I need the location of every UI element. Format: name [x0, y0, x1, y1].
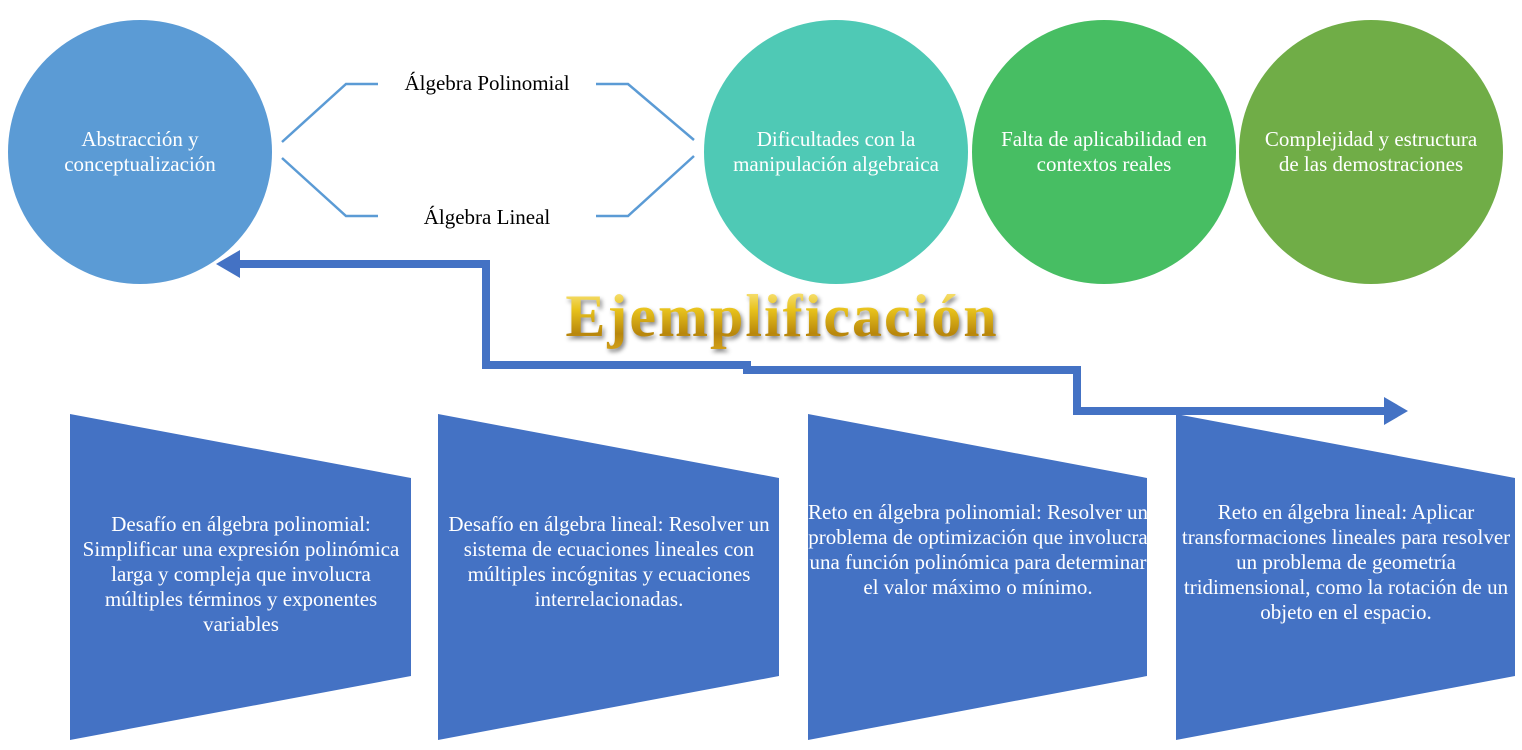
- arrowhead-left: [216, 250, 240, 278]
- flow-arrow-line: [240, 260, 1385, 415]
- circle-dificultades: Dificultades con la manipulación algebra…: [704, 20, 968, 284]
- branch-label-polinomial: Álgebra Polinomial: [404, 71, 570, 95]
- branch-connector-polinomial-right: [596, 82, 695, 141]
- card-desafio-lineal: [438, 414, 779, 740]
- branch-connector-lineal-right: [596, 155, 695, 218]
- circle-complejidad-text: Complejidad y estructura de las demostra…: [1264, 127, 1478, 176]
- circle-falta-aplicabilidad: Falta de aplicabilidad en contextos real…: [972, 20, 1236, 284]
- card-desafio-polinomial: [70, 414, 411, 740]
- card-reto-polinomial: [808, 414, 1147, 740]
- branch-connector-lineal: [281, 157, 378, 218]
- branch-label-lineal: Álgebra Lineal: [423, 205, 551, 229]
- circle-abstraccion-text: Abstracción y conceptualización: [64, 127, 216, 176]
- circle-falta-text: Falta de aplicabilidad en contextos real…: [1001, 127, 1207, 176]
- circle-dificultades-text: Dificultades con la manipulación algebra…: [733, 127, 939, 176]
- branch-connector-polinomial: [281, 82, 378, 143]
- circle-complejidad: Complejidad y estructura de las demostra…: [1239, 20, 1503, 284]
- card-text-reto-lineal: Reto en álgebra lineal: Aplicar transfor…: [1181, 500, 1511, 624]
- title-ejemplificacion: Ejemplificación: [565, 283, 999, 349]
- card-text-desafio-polinomial: Desafío en álgebra polinomial: Simplific…: [82, 512, 400, 636]
- card-text-desafio-lineal: Desafío en álgebra lineal: Resolver un s…: [448, 512, 770, 611]
- card-text-reto-polinomial: Reto en álgebra polinomial: Resolver un …: [808, 500, 1148, 599]
- circle-abstraccion: Abstracción y conceptualización: [8, 20, 272, 284]
- arrowhead-right: [1384, 397, 1408, 425]
- card-reto-lineal: [1176, 414, 1515, 740]
